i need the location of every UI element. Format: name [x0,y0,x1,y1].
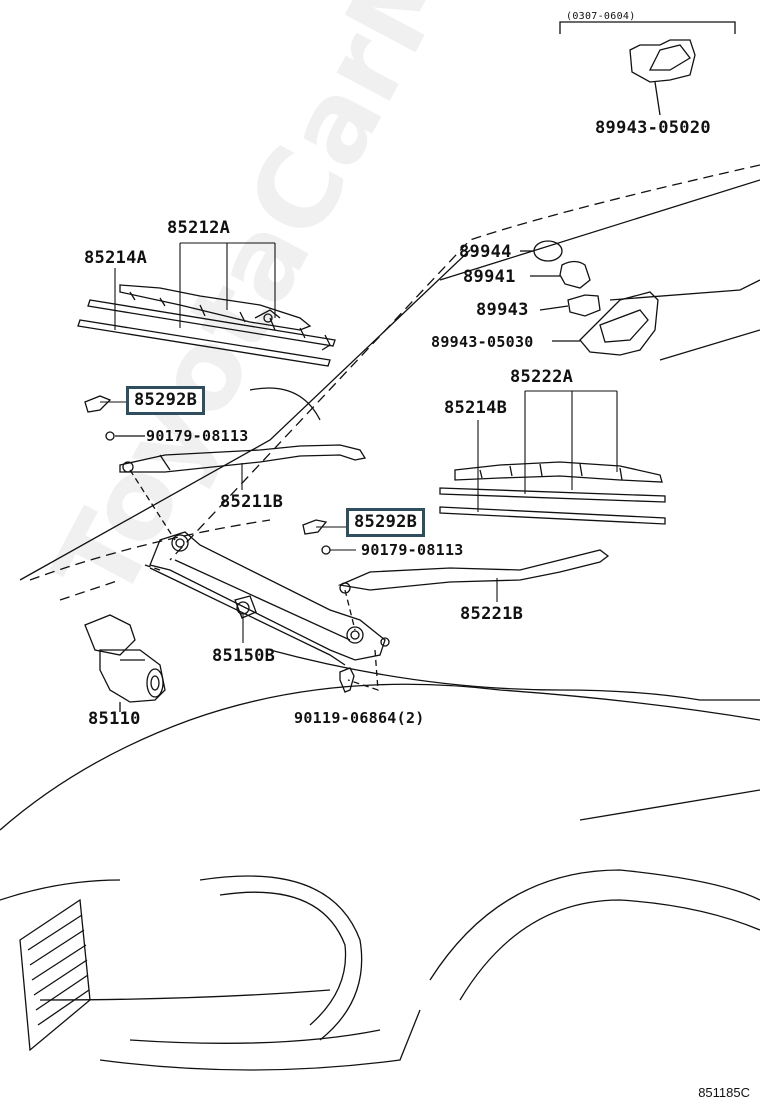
nozzle-05030-drawing [579,291,659,356]
part-number-89941[interactable]: 89941 [463,267,516,287]
part-number-85214A[interactable]: 85214A [84,248,148,268]
part-number-89944[interactable]: 89944 [459,242,512,262]
part-number-85150B[interactable]: 85150B [212,646,276,666]
part-number-90179-08113-right[interactable]: 90179-08113 [361,541,464,559]
date-range-bracket [559,21,736,34]
part-89941-drawing [559,260,591,289]
part-number-85211B[interactable]: 85211B [220,492,284,512]
part-number-89943-05030[interactable]: 89943-05030 [431,333,534,351]
part-number-85214B[interactable]: 85214B [444,398,508,418]
left-cap-drawing [84,395,112,413]
right-wiper-blade-drawing [439,461,666,525]
windshield-edge [169,164,760,561]
part-number-85221B[interactable]: 85221B [460,604,524,624]
diagram-code: 851185C [698,1085,750,1100]
date-range-label: (0307-0604) [566,11,636,22]
wheel-arch [429,869,760,981]
part-number-89943[interactable]: 89943 [476,300,529,320]
part-89943-drawing [567,294,601,317]
right-wiper-arm-drawing [337,549,610,594]
bolt-drawing [339,667,355,693]
part-number-90179-08113-left[interactable]: 90179-08113 [146,427,249,445]
grille [19,898,91,1052]
part-number-85212A[interactable]: 85212A [167,218,231,238]
left-wiper-arm-drawing [119,444,367,473]
part-number-90119-06864[interactable]: 90119-06864(2) [294,709,425,727]
fender-line [0,683,760,831]
right-nut-drawing [321,545,331,555]
part-number-85292B-left[interactable]: 85292B [126,386,206,415]
part-89944-drawing [533,240,563,262]
part-number-89943-05020[interactable]: 89943-05020 [595,118,711,138]
nozzle-05020-drawing [629,39,696,116]
left-nut-drawing [105,431,115,441]
wiper-motor-drawing [84,614,166,712]
headlight [199,875,363,1041]
wiper-linkage-drawing [149,531,390,666]
hood-edge [269,649,760,701]
part-number-85222A[interactable]: 85222A [510,367,574,387]
left-wiper-blade-drawing [77,284,336,367]
part-number-85110[interactable]: 85110 [88,709,141,729]
hood-line [19,249,471,581]
part-number-85292B-right[interactable]: 85292B [346,508,426,537]
